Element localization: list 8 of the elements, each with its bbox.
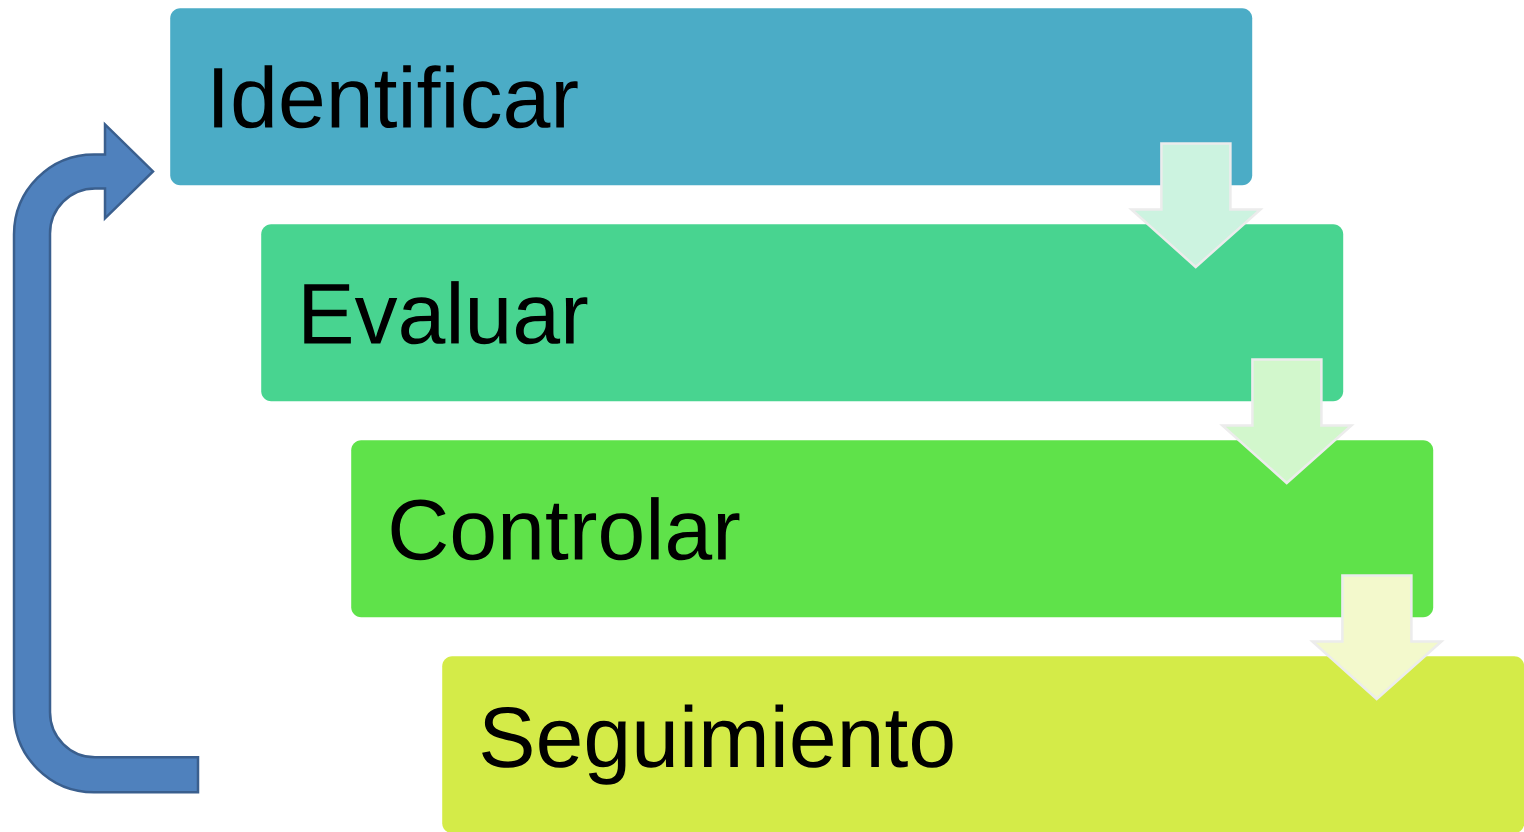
arrow — [1128, 142, 1264, 269]
process-box: Evaluar — [261, 224, 1344, 402]
process-box: Controlar — [351, 440, 1434, 618]
arrow — [1219, 358, 1355, 485]
process-box: Seguimiento — [442, 656, 1524, 832]
loop-arrow — [12, 123, 200, 794]
arrow — [1309, 574, 1445, 701]
process-box: Identificar — [170, 8, 1253, 186]
